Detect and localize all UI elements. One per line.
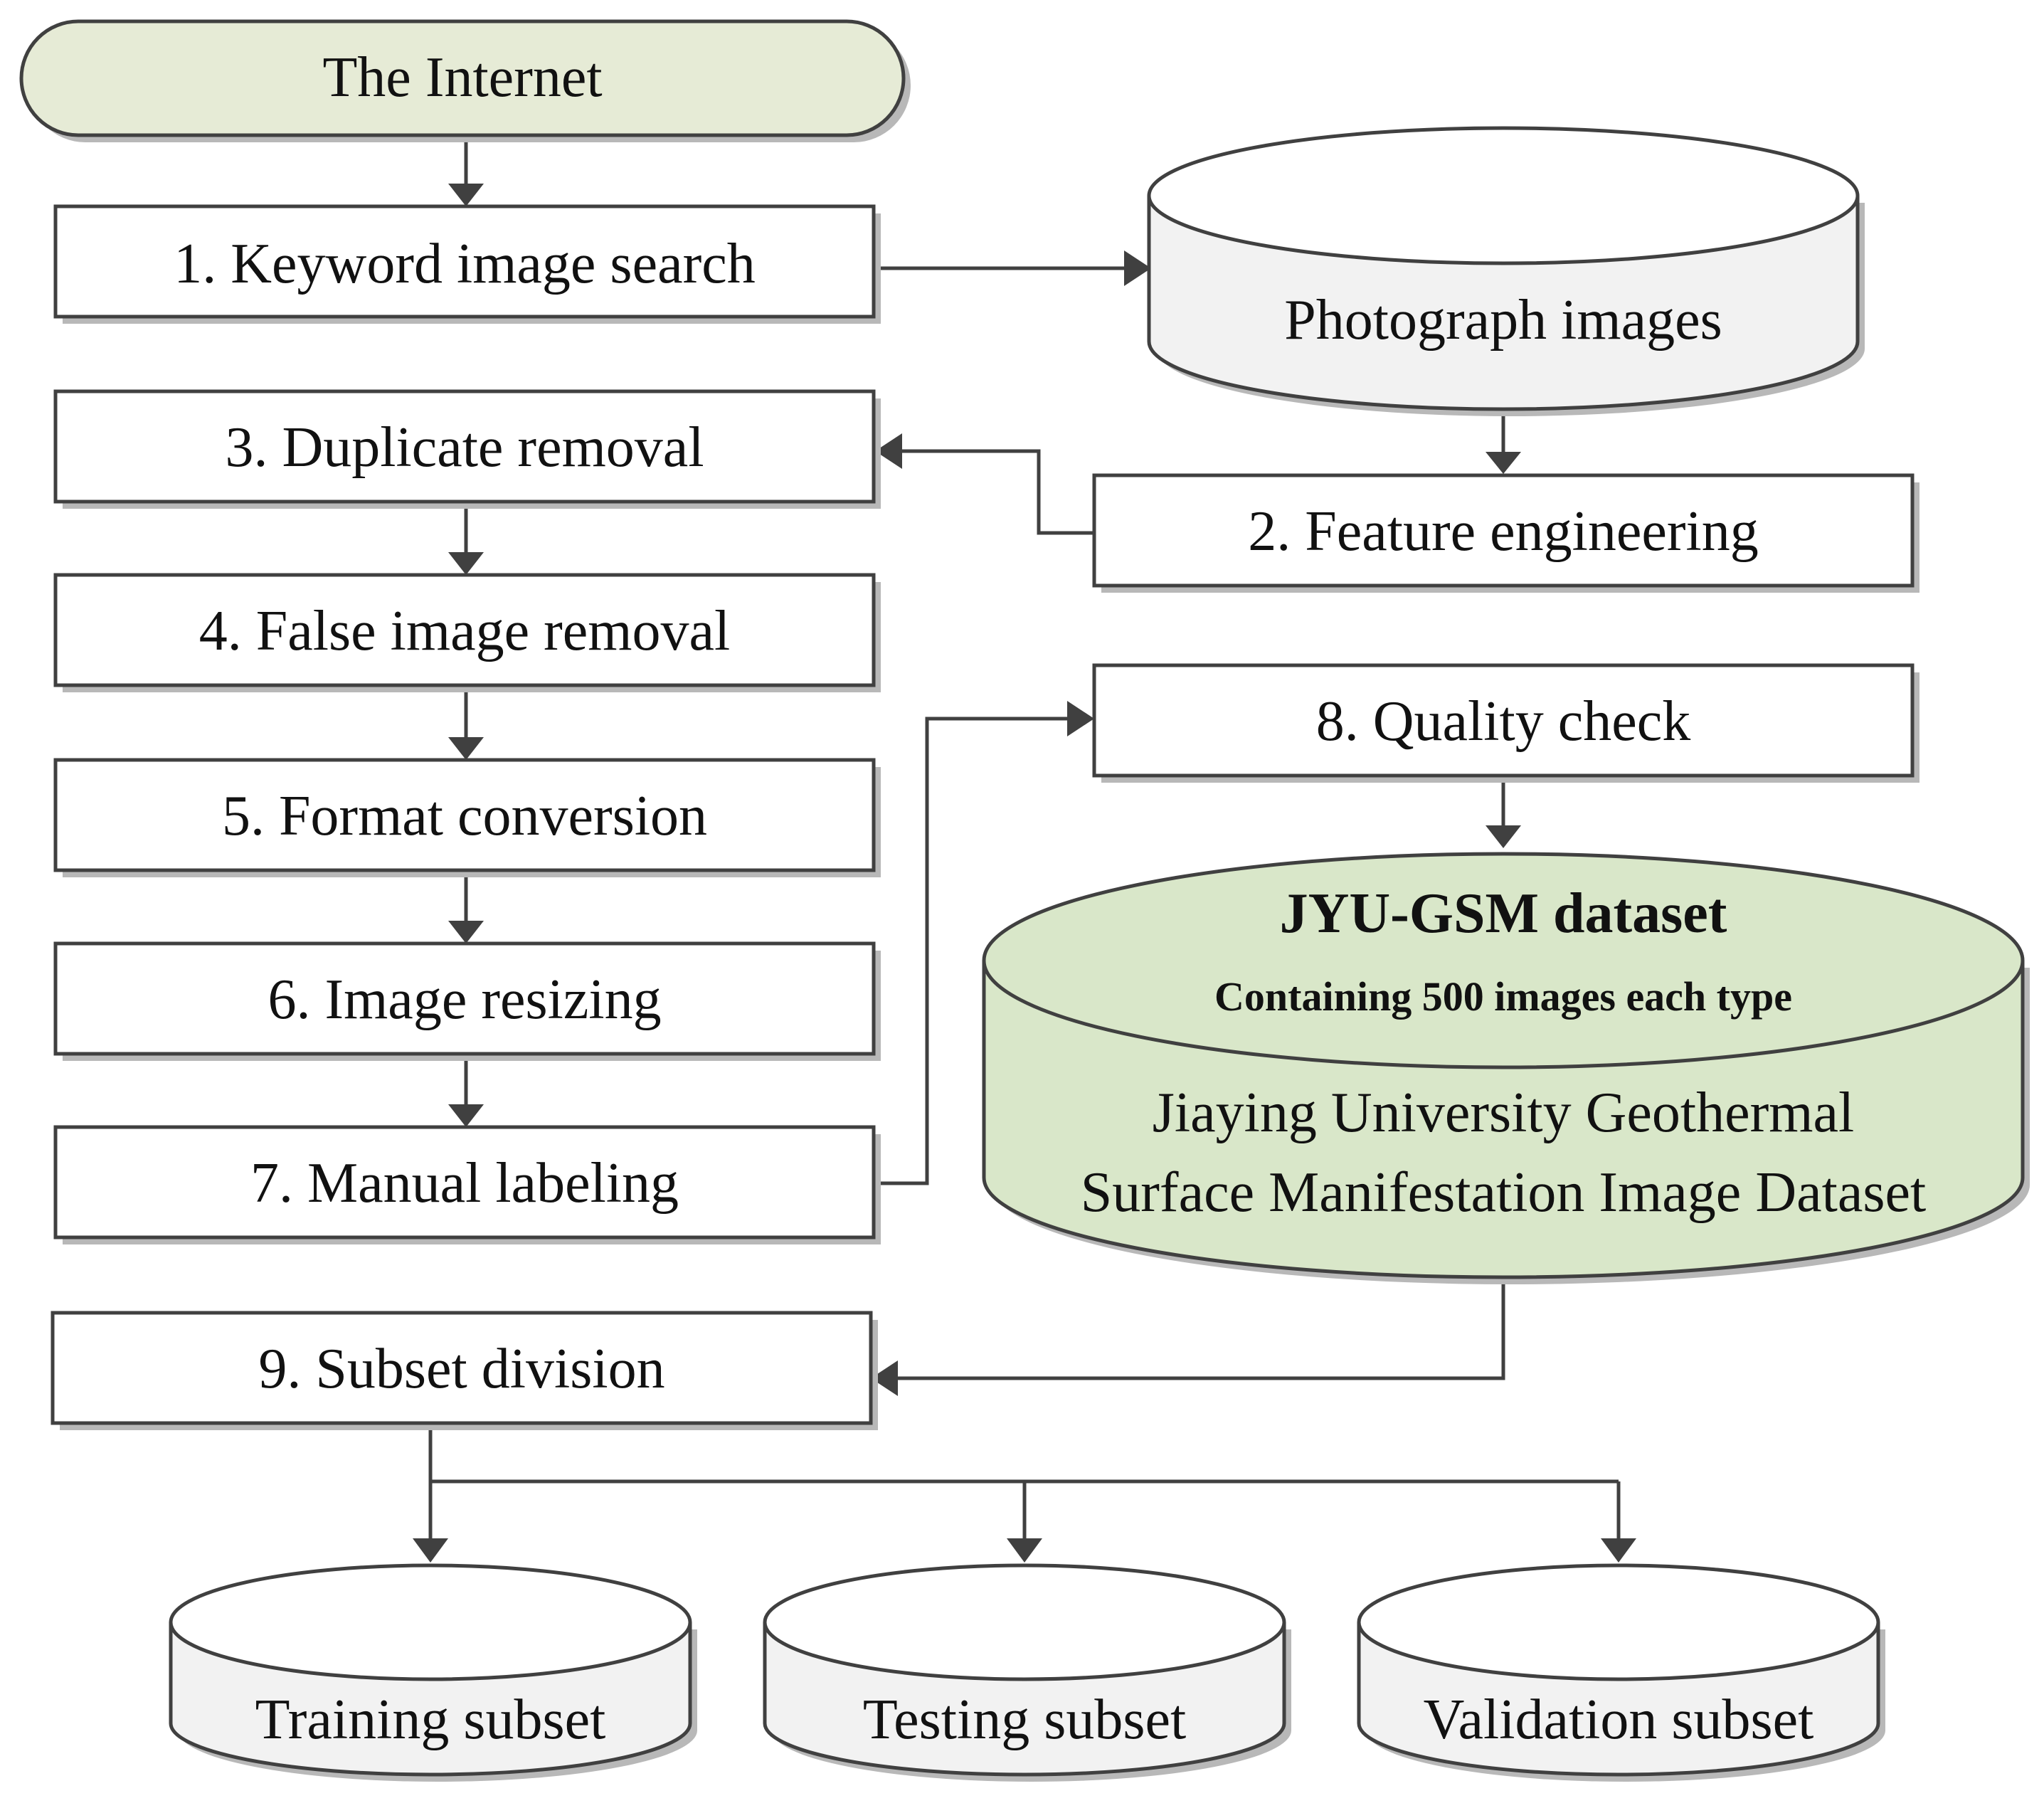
validation-node: Validation subset — [1357, 1563, 1885, 1782]
step6-label: 6. Image resizing — [268, 968, 661, 1031]
step3-box — [53, 389, 876, 504]
internet-node: The Internet — [19, 19, 911, 142]
step1-box — [53, 204, 876, 319]
arrowhead — [1601, 1538, 1636, 1563]
step5-node: 5. Format conversion — [53, 758, 881, 877]
arrowhead — [448, 921, 484, 944]
arrowhead — [413, 1538, 448, 1563]
validation-label: Validation subset — [1424, 1688, 1814, 1751]
arrow-step2-to-step3 — [895, 449, 1094, 535]
step6-box — [53, 941, 876, 1056]
arrowhead — [1124, 250, 1151, 286]
photo-db-top — [1147, 126, 1860, 265]
arrowhead — [448, 552, 484, 575]
step9-box — [51, 1311, 873, 1425]
training-node: Training subset — [169, 1563, 697, 1782]
step6-node: 6. Image resizing — [53, 941, 881, 1061]
step7-node: 7. Manual labeling — [53, 1125, 881, 1244]
arrow-step9-branch — [428, 1427, 1619, 1484]
training-top — [169, 1563, 692, 1681]
dataset-line2: Surface Manifestation Image Dataset — [1081, 1161, 1926, 1224]
testing-label: Testing subset — [863, 1688, 1186, 1751]
dataset-title: JYU-GSM dataset — [1280, 882, 1727, 945]
step5-box — [53, 758, 876, 872]
step1-node: 1. Keyword image search — [53, 204, 881, 324]
arrowhead — [1486, 452, 1521, 474]
step1-label: 1. Keyword image search — [174, 233, 755, 295]
validation-top — [1357, 1563, 1880, 1681]
step4-box — [53, 573, 876, 687]
arrowhead — [448, 184, 484, 206]
step9-node: 9. Subset division — [51, 1311, 878, 1430]
arrow-step7-to-step8 — [874, 717, 1074, 1185]
step2-label: 2. Feature engineering — [1248, 500, 1759, 563]
step2-node: 2. Feature engineering — [1092, 473, 1919, 593]
step2-box — [1092, 473, 1915, 588]
dataset-node: JYU-GSM dataset Containing 500 images ea… — [982, 852, 2030, 1284]
step3-node: 3. Duplicate removal — [53, 389, 881, 509]
internet-label: The Internet — [322, 46, 602, 109]
arrowhead — [1007, 1538, 1042, 1563]
arrowhead — [1067, 701, 1094, 736]
step3-label: 3. Duplicate removal — [225, 416, 704, 479]
dataset-line1: Jiaying University Geothermal — [1153, 1082, 1854, 1144]
step5-label: 5. Format conversion — [222, 785, 707, 847]
dataset-top — [982, 852, 2025, 1069]
arrowhead — [1486, 825, 1521, 848]
step7-box — [53, 1125, 876, 1240]
step8-label: 8. Quality check — [1316, 690, 1690, 753]
step9-label: 9. Subset division — [258, 1338, 664, 1400]
photo-db-node: Photograph images — [1147, 126, 1865, 416]
arrowhead — [871, 1360, 898, 1396]
connectors — [413, 135, 1636, 1563]
dataset-subtitle: Containing 500 images each type — [1214, 973, 1792, 1020]
arrowhead — [448, 1104, 484, 1127]
testing-node: Testing subset — [763, 1563, 1291, 1782]
arrow-dataset-to-step9 — [896, 1281, 1505, 1380]
training-label: Training subset — [255, 1688, 606, 1751]
step4-label: 4. False image removal — [199, 600, 730, 662]
internet-terminal — [19, 19, 906, 137]
step4-node: 4. False image removal — [53, 573, 881, 692]
step8-box — [1092, 663, 1915, 778]
step7-label: 7. Manual labeling — [250, 1152, 679, 1215]
testing-top — [763, 1563, 1286, 1681]
photo-db-label: Photograph images — [1284, 289, 1722, 352]
step8-node: 8. Quality check — [1092, 663, 1919, 783]
arrowhead — [875, 433, 902, 469]
arrowhead — [448, 737, 484, 760]
